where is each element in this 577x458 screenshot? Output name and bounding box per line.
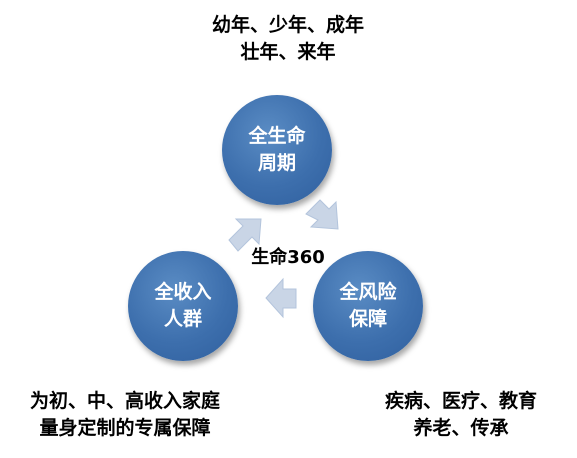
bottom-right-caption-line-2: 养老、传承 [413,417,509,439]
bottom-right-caption-line-1: 疾病、医疗、教育 [384,390,537,412]
node-all-risk: 全风险 保障 [313,251,423,361]
node-all-income-line-1: 全收入 [154,281,212,303]
arrow-up-right [228,218,262,252]
node-all-risk-line-2: 保障 [348,308,387,330]
center-label: 生命360 [251,247,325,268]
bottom-left-caption-line-2: 量身定制的专属保障 [39,417,211,439]
arrow-left [265,277,297,319]
node-all-income-line-2: 人群 [163,308,202,330]
top-caption-line-1: 幼年、少年、成年 [211,14,364,36]
node-all-risk-line-1: 全风险 [339,281,397,303]
top-caption-line-2: 壮年、来年 [240,41,336,63]
bottom-right-caption: 疾病、医疗、教育 养老、传承 [345,388,577,442]
node-all-income: 全收入 人群 [128,251,238,361]
bottom-left-caption: 为初、中、高收入家庭 量身定制的专属保障 [0,388,250,442]
bottom-left-caption-line-1: 为初、中、高收入家庭 [29,390,220,412]
top-caption: 幼年、少年、成年 壮年、来年 [168,12,408,66]
arrow-right-down [305,199,339,230]
node-lifecycle-line-1: 全生命 [248,125,306,147]
node-lifecycle-line-2: 周期 [257,152,296,174]
node-lifecycle: 全生命 周期 [222,95,332,205]
